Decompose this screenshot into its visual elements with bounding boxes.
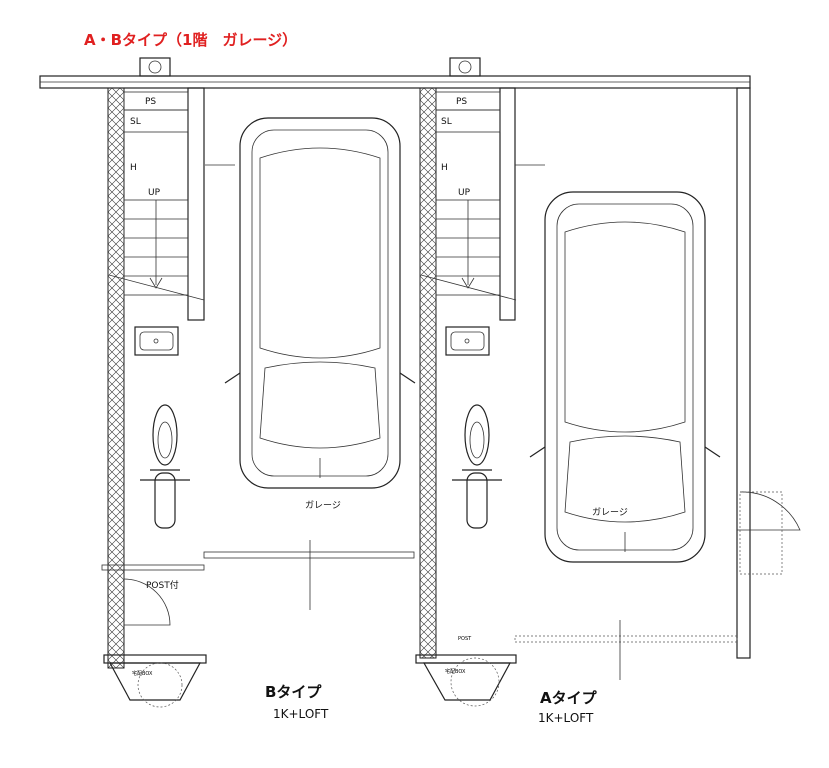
garage-door [203, 551, 415, 559]
type-label: Aタイプ [540, 689, 598, 707]
garage-label: ガレージ [592, 507, 628, 518]
type-label: Bタイプ [265, 683, 322, 701]
unit-b: PS SL H UP ガレージ POST付 宅配BOX Bタイプ 1K+LOFT [101, 87, 416, 721]
ps-label: PS [456, 97, 467, 107]
vent-icon [449, 57, 481, 77]
post-label: POST [458, 636, 472, 642]
motorcycle [139, 404, 191, 529]
hatched-wall [107, 87, 125, 669]
delivery-box [422, 662, 512, 701]
door-swing [123, 578, 171, 626]
post-label: POST付 [146, 580, 179, 591]
sink [445, 326, 490, 356]
sink [134, 326, 179, 356]
ps-label: PS [145, 97, 156, 107]
unit-a: PS SL H UP ガレージ POST 宅配BOX Aタイプ 1K+LOFT [415, 87, 801, 725]
top-wall [39, 57, 751, 89]
sl-label: SL [441, 117, 452, 127]
garage-door [514, 635, 738, 643]
motorcycle [451, 404, 503, 529]
delivery-box [108, 662, 202, 701]
plan-title: A・Bタイプ（1階 ガレージ） [84, 31, 297, 49]
car [224, 117, 416, 489]
hatched-wall [419, 87, 437, 659]
plan-label: 1K+LOFT [538, 711, 594, 725]
sl-label: SL [130, 117, 141, 127]
right-wall [736, 87, 751, 659]
h-label: H [441, 163, 448, 173]
reference-lines [205, 164, 621, 680]
plan-label: 1K+LOFT [273, 707, 329, 721]
garage-label: ガレージ [305, 500, 341, 511]
up-label: UP [148, 188, 161, 198]
up-label: UP [458, 188, 471, 198]
box-label: 宅配BOX [132, 670, 153, 677]
door-swing [737, 491, 801, 531]
h-label: H [130, 163, 137, 173]
vent-icon [139, 57, 171, 77]
box-label: 宅配BOX [445, 668, 466, 675]
car [529, 191, 721, 563]
